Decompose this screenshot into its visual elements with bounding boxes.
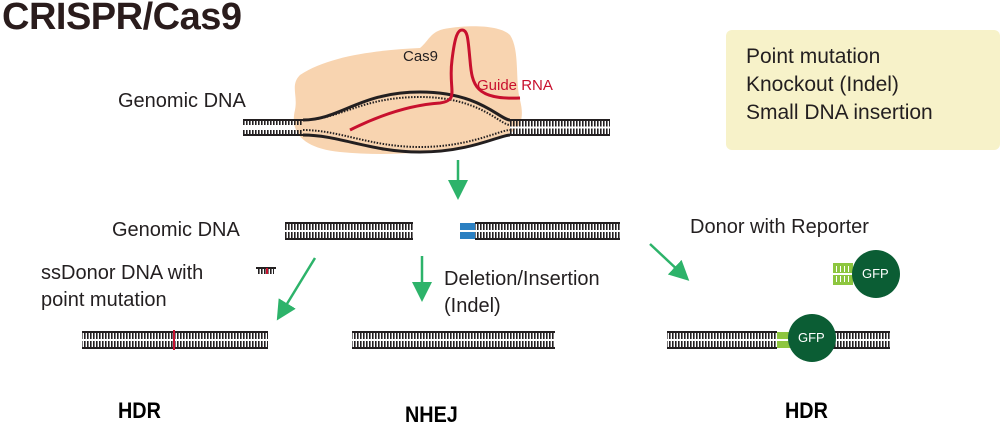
page-title: CRISPR/Cas9: [2, 0, 242, 38]
nhej-result-dna: [352, 331, 555, 349]
ssdonor-label: ssDonor DNA with point mutation: [41, 260, 203, 314]
hdr-right-result-dna: [667, 314, 890, 362]
cas9-protein-shape: [293, 26, 522, 155]
gfp-label-integrated: GFP: [798, 330, 825, 345]
point-mutation-marker: [173, 330, 175, 350]
genomic-dna-label-middle: Genomic DNA: [112, 219, 240, 241]
indel-label: Deletion/Insertion (Indel): [444, 266, 600, 320]
outcome-hdr-left: HDR: [118, 398, 161, 423]
application-item: Point mutation: [746, 45, 881, 68]
application-item: Small DNA insertion: [746, 101, 933, 124]
cut-genomic-dna: [285, 222, 620, 240]
arrow-to-hdr-right: [649, 243, 690, 281]
indel-label-line1: Deletion/Insertion: [444, 268, 600, 290]
guide-rna-strand: [349, 28, 521, 132]
genomic-dna-unwound: [243, 90, 610, 154]
donor-reporter-glyph: [833, 250, 900, 298]
applications-list: Point mutation Knockout (Indel) Small DN…: [746, 43, 933, 127]
ssdonor-label-line2: point mutation: [41, 289, 167, 311]
application-item: Knockout (Indel): [746, 73, 899, 96]
donor-reporter-label: Donor with Reporter: [690, 216, 869, 238]
gfp-label-donor: GFP: [862, 266, 889, 281]
ssdonor-label-line1: ssDonor DNA with: [41, 262, 204, 284]
outcome-hdr-right: HDR: [785, 398, 828, 423]
guide-rna-label: Guide RNA: [477, 77, 553, 94]
outcome-nhej: NHEJ: [405, 402, 458, 427]
ssdonor-glyph: [256, 267, 276, 274]
gfp-integrated-circle: [788, 314, 836, 362]
hdr-left-result-dna: [82, 330, 268, 350]
cas9-label: Cas9: [403, 48, 439, 65]
arrow-to-hdr-left: [276, 257, 317, 321]
genomic-dna-label-top: Genomic DNA: [118, 90, 246, 112]
indel-label-line2: (Indel): [444, 295, 501, 317]
gfp-reporter-circle: [852, 250, 900, 298]
applications-box: [726, 30, 1000, 150]
